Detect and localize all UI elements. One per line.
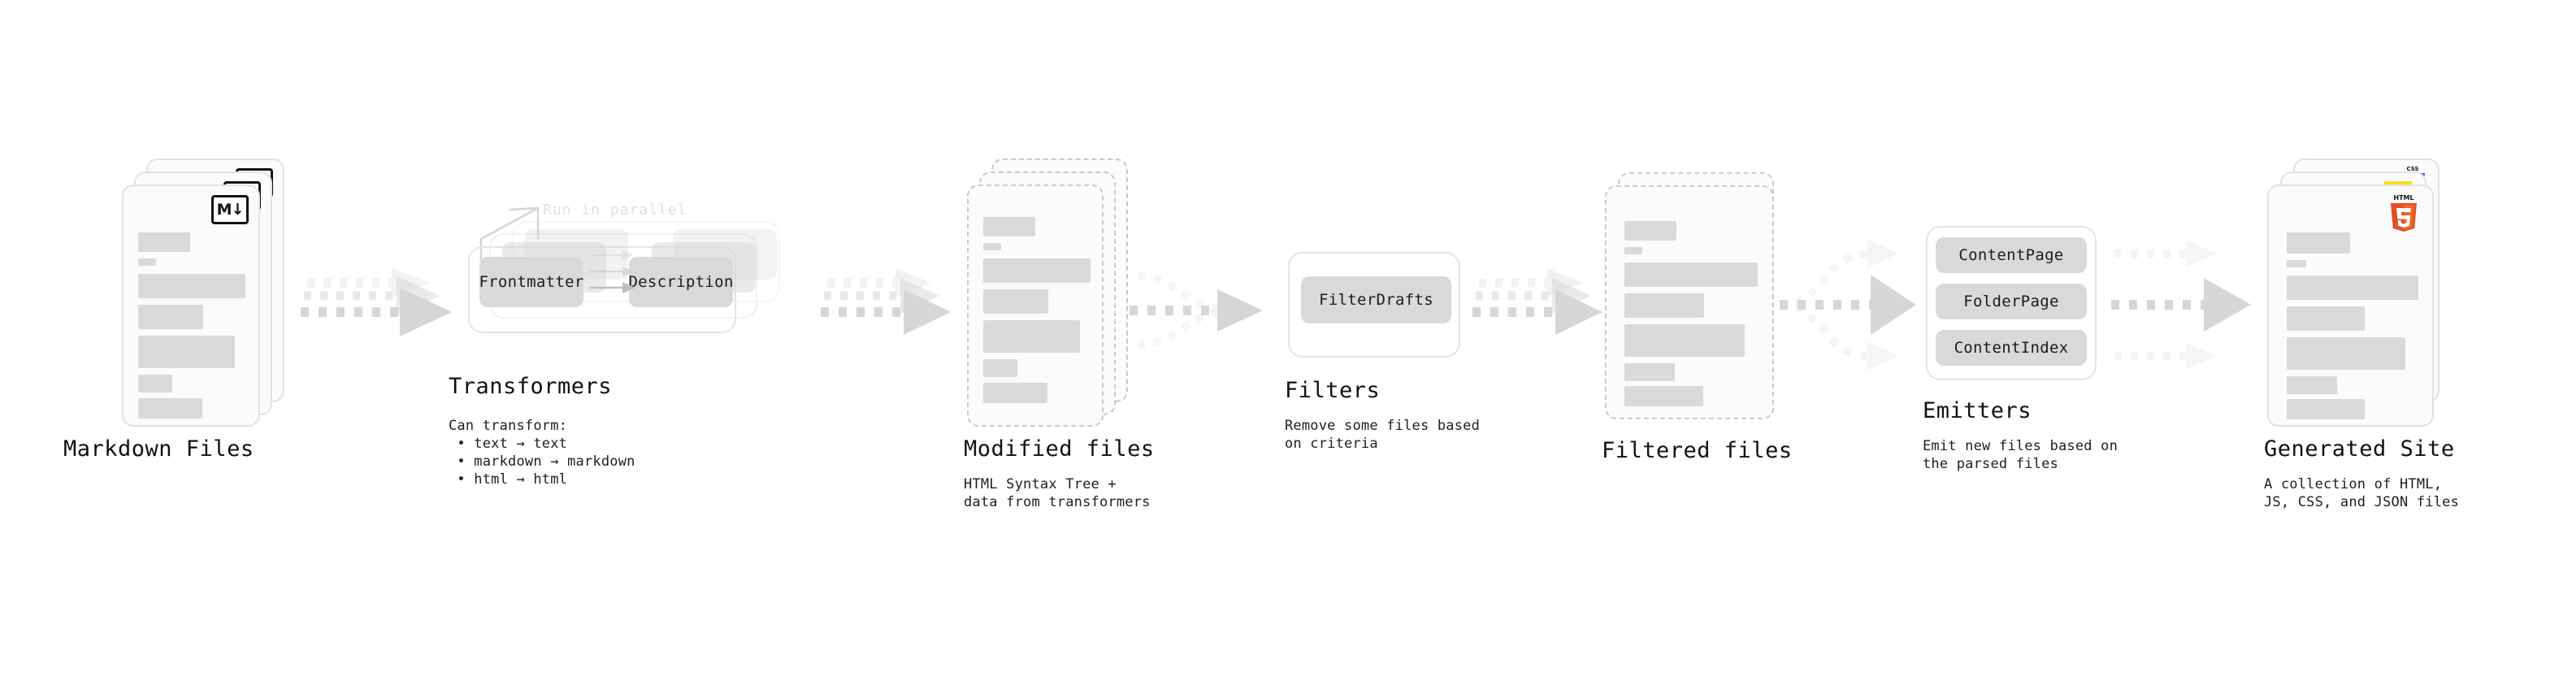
arrow-filtered-to-emitters-fanout [1779, 239, 1916, 371]
description-filters: Remove some files based on criteria [1285, 418, 1481, 452]
html5-icon: HTML [2391, 194, 2417, 232]
skeleton-line [138, 232, 190, 252]
skeleton-line [983, 258, 1091, 283]
skeleton-line [983, 289, 1048, 314]
description-transformers: Can transform: • text → text • markdown … [449, 418, 635, 488]
skeleton-line [138, 274, 245, 298]
skeleton-line [138, 398, 202, 419]
modified-file-stack [967, 158, 1138, 427]
skeleton-line [2287, 275, 2418, 300]
modified-card-front [967, 184, 1104, 427]
filtered-file-stack [1605, 172, 1776, 426]
skeleton-line [2287, 306, 2365, 331]
stage-modified-files: Modified files HTML Syntax Tree + data f… [964, 158, 1154, 510]
skeleton-line [138, 258, 156, 266]
skeleton-line [138, 375, 172, 393]
description-modified-files: HTML Syntax Tree + data from transformer… [964, 476, 1151, 510]
skeleton-line [2287, 399, 2365, 419]
generated-card-html: HTML [2267, 184, 2434, 427]
markdown-card-front: M↓ [122, 184, 260, 427]
emitter-chip-folderpage[interactable]: FolderPage [1936, 284, 2087, 319]
filter-group-box [1288, 252, 1460, 358]
skeleton-line [983, 320, 1080, 353]
arrow-transformers-to-modified [821, 268, 951, 335]
stage-generated-site: CSS HTML [2264, 158, 2459, 510]
page-title-filtered-files: Filtered files [1602, 438, 1793, 463]
generated-site-stack: CSS HTML [2267, 158, 2454, 427]
skeleton-line [983, 383, 1047, 403]
skeleton-line [983, 217, 1035, 236]
description-emitters: Emit new files based on the parsed files [1923, 438, 2118, 472]
emitter-chip-contentpage[interactable]: ContentPage [1936, 237, 2087, 273]
markdown-icon: M↓ [211, 195, 249, 224]
skeleton-line [1624, 293, 1704, 318]
skeleton-line [1624, 324, 1745, 357]
skeleton-line [2287, 232, 2350, 254]
page-title-filters: Filters [1285, 378, 1381, 403]
arrow-filters-to-filtered [1472, 268, 1602, 335]
skeleton-line [1624, 221, 1676, 241]
page-title-markdown-files: Markdown Files [63, 436, 254, 462]
svg-text:HTML: HTML [2393, 194, 2413, 202]
filtered-card-front [1605, 185, 1774, 419]
stage-filtered-files: Filtered files [1602, 172, 1792, 463]
skeleton-line [1624, 386, 1703, 406]
markdown-file-stack: M↓ M↓ M↓ [122, 158, 293, 427]
run-in-parallel-label: Run in parallel [543, 202, 687, 219]
skeleton-line [1624, 247, 1642, 254]
page-title-emitters: Emitters [1923, 398, 2032, 423]
page-title-transformers: Transformers [449, 374, 613, 399]
stage-markdown-files: M↓ M↓ M↓ Markdown Files [63, 158, 293, 462]
arrow-emitters-to-site [2111, 241, 2251, 369]
css-icon-label: CSS [2406, 166, 2419, 172]
emitter-chip-contentindex[interactable]: ContentIndex [1936, 330, 2087, 366]
page-title-generated-site: Generated Site [2264, 436, 2455, 462]
skeleton-line [138, 305, 203, 329]
transformer-chip-frontmatter[interactable]: Frontmatter [479, 257, 583, 307]
skeleton-line [2287, 337, 2405, 370]
filter-chip-filterdrafts[interactable]: FilterDrafts [1301, 276, 1451, 323]
skeleton-line [138, 336, 235, 368]
arrow-markdown-to-transformers [301, 268, 452, 336]
skeleton-line [2287, 260, 2306, 267]
skeleton-line [983, 359, 1017, 377]
page-title-modified-files: Modified files [964, 436, 1155, 462]
skeleton-line [1624, 363, 1675, 381]
transformer-internal-arrows [590, 250, 635, 293]
description-generated-site: A collection of HTML, JS, CSS, and JSON … [2264, 476, 2460, 510]
skeleton-line [2287, 376, 2337, 394]
transformer-chip-description[interactable]: Description [628, 257, 733, 307]
emitter-group-box [1926, 226, 2097, 380]
skeleton-line [983, 243, 1001, 250]
skeleton-line [1624, 262, 1758, 287]
arrow-modified-to-filters [1130, 272, 1263, 349]
